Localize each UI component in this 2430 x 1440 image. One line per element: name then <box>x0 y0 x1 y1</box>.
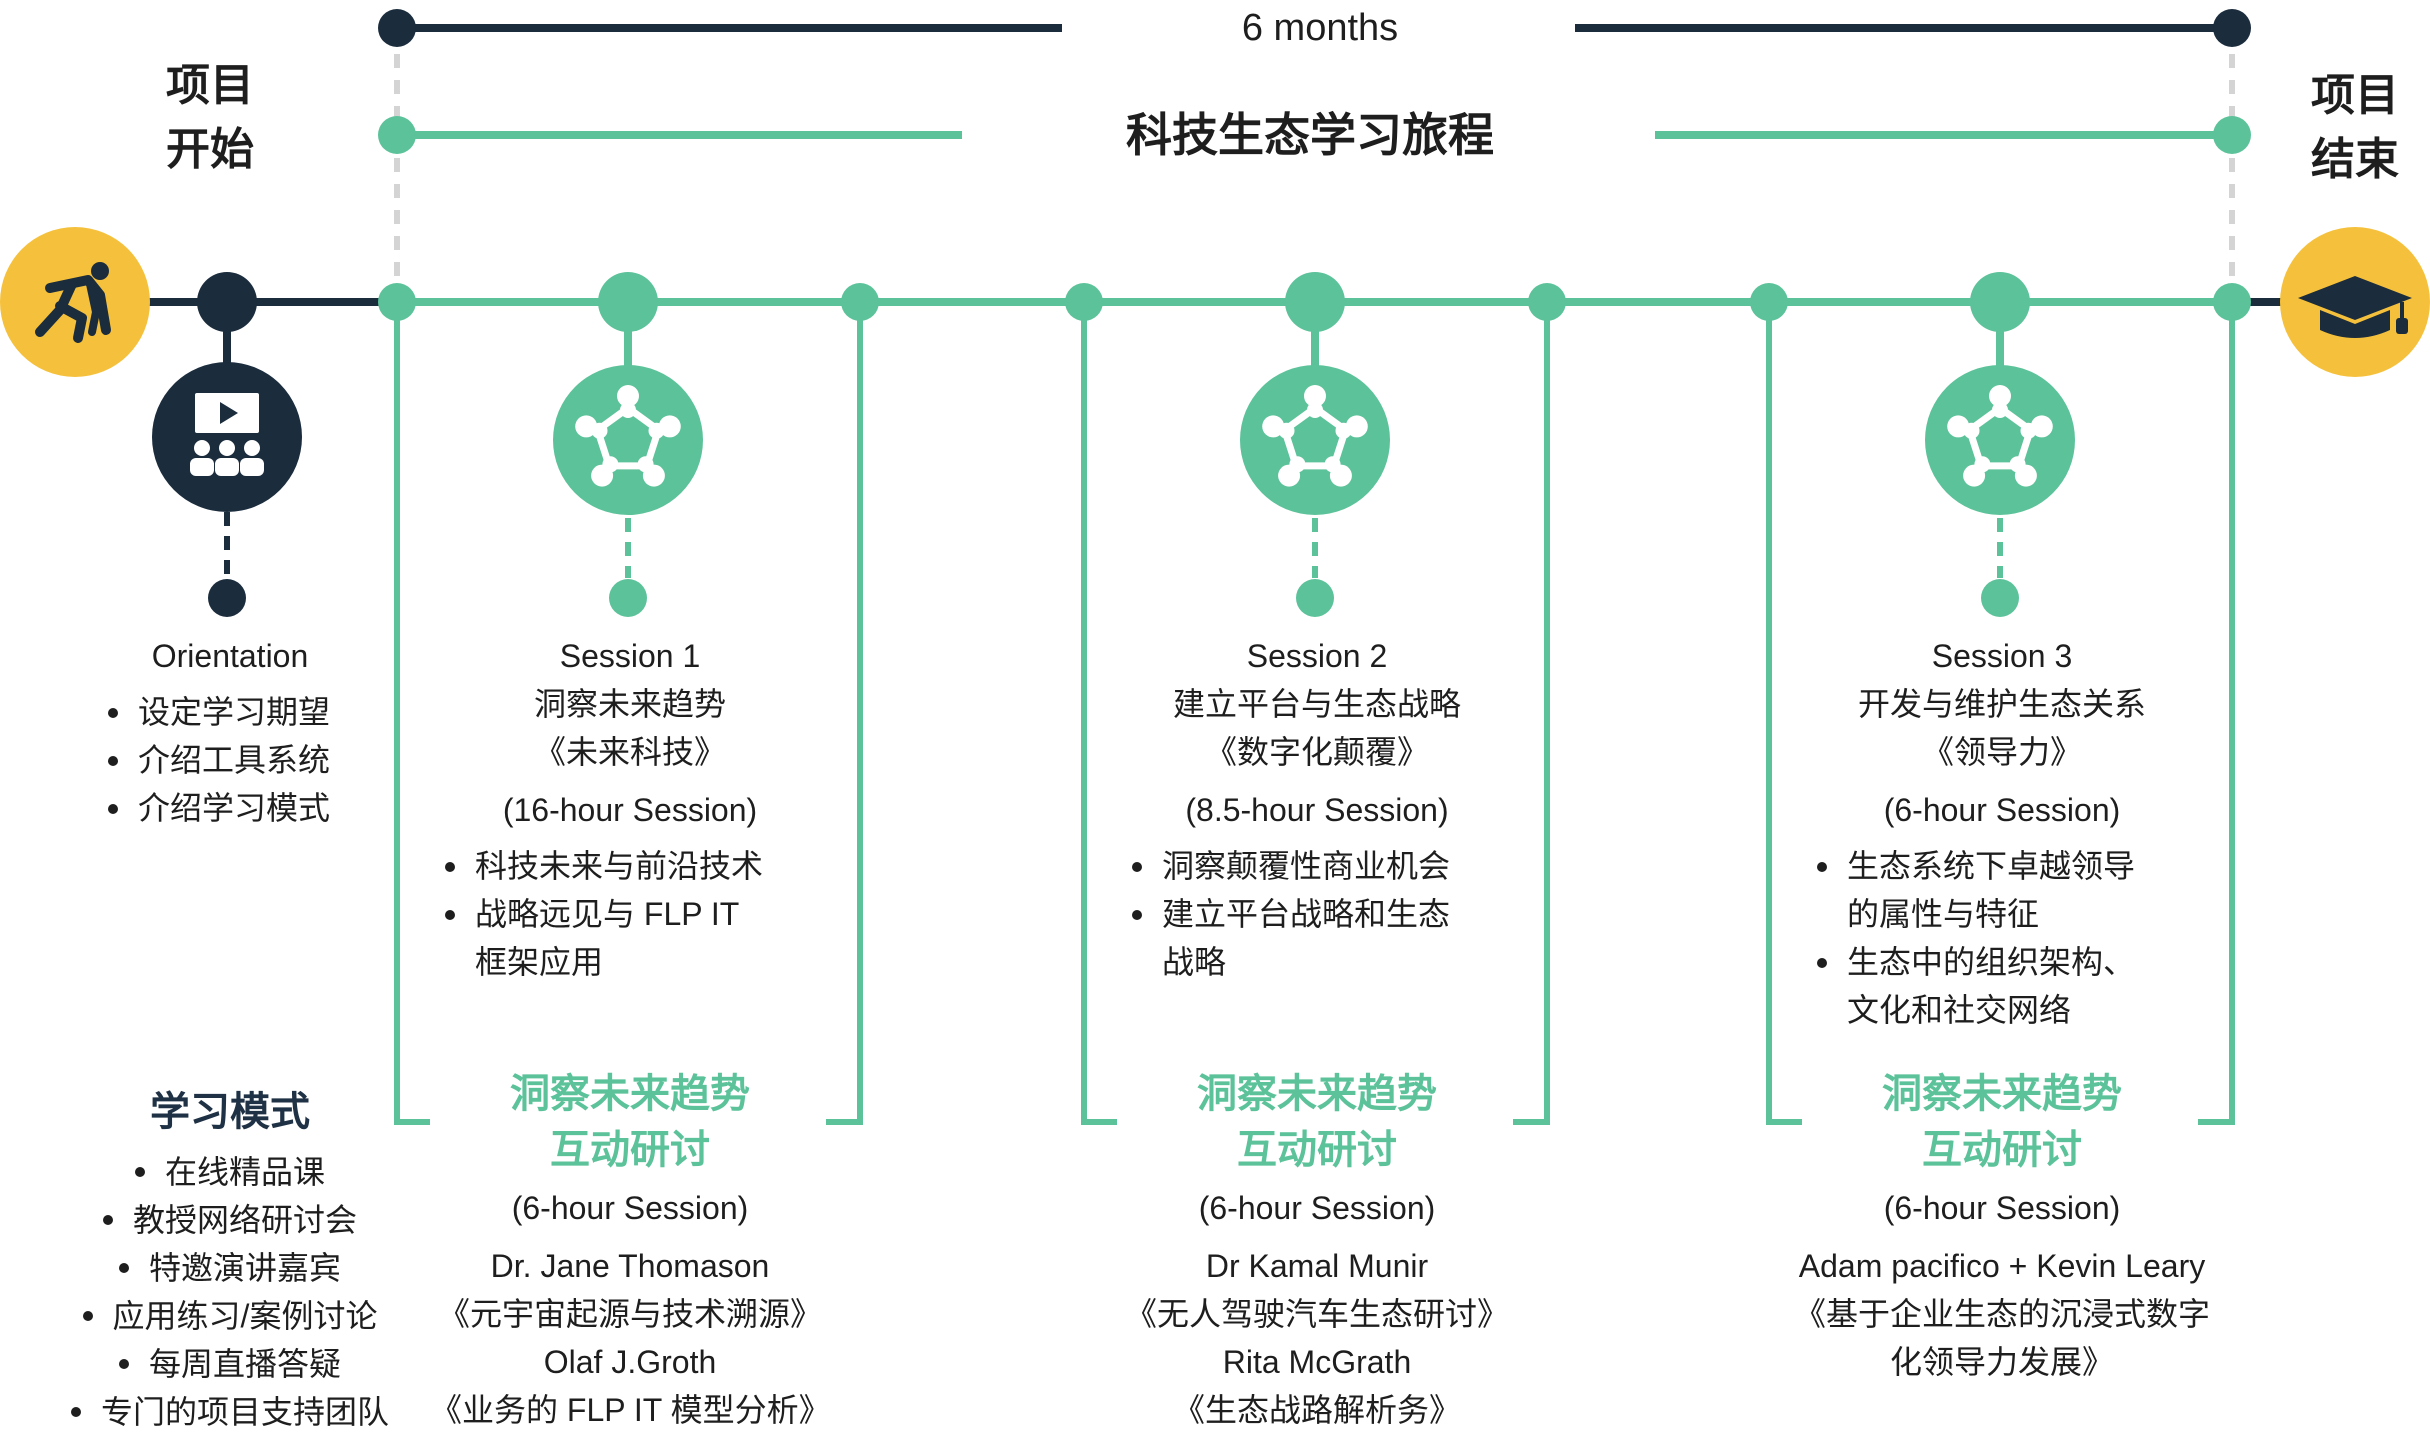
session-bullets: 生态系统下卓越领导的属性与特征 生态中的组织架构、文化和社交网络 <box>1802 842 2147 1034</box>
journey-title: 科技生态学习旅程 <box>1126 109 1494 161</box>
workshop-duration: (6-hour Session) <box>511 1190 749 1226</box>
session-bullet: 战略远见与 FLP IT 框架应用 <box>445 890 775 986</box>
workshop-title: 互动研讨 <box>550 1128 710 1172</box>
presentation-audience-icon <box>190 393 264 476</box>
workshop-duration: (6-hour Session) <box>1883 1190 2121 1226</box>
orientation-end-dot <box>208 579 246 617</box>
session-book: 《数字化颠覆》 <box>1204 734 1429 770</box>
learning-mode-title: 学习模式 <box>150 1090 310 1134</box>
end-label: 项目 结束 <box>2275 64 2430 192</box>
workshop-duration: (6-hour Session) <box>1198 1190 1436 1226</box>
frame-1-right <box>826 302 863 1125</box>
workshop-title: 洞察未来趋势 <box>510 1072 750 1116</box>
end-label-line: 项目 <box>2311 71 2399 120</box>
start-label: 项目 开始 <box>130 54 290 182</box>
session-bullet: 建立平台战略和生态战略 <box>1132 890 1462 986</box>
meeting-table-icon <box>575 385 681 487</box>
learning-mode-item: 每周直播答疑 <box>60 1340 400 1388</box>
duration-label: 6 months <box>1241 7 1399 49</box>
orientation-bullet: 设定学习期望 <box>108 688 400 736</box>
learning-mode-item: 专门的项目支持团队 <box>60 1388 400 1436</box>
timeline-dot <box>841 283 879 321</box>
orientation-bullet: 介绍学习模式 <box>108 784 400 832</box>
session-1-badge <box>553 302 703 617</box>
orientation-bullet: 介绍工具系统 <box>108 736 400 784</box>
frame-3-left <box>1766 302 1802 1125</box>
session-bullet: 生态系统下卓越领导的属性与特征 <box>1817 842 2147 938</box>
frame-2-right <box>1513 302 1550 1125</box>
workshop-speaker: 《元宇宙起源与技术溯源》 <box>437 1296 822 1332</box>
workshop-speaker: Adam pacifico + Kevin Leary <box>1798 1248 2206 1284</box>
orientation-bullets: 设定学习期望 介绍工具系统 介绍学习模式 <box>60 688 400 832</box>
workshop-1: 洞察未来趋势 互动研讨 (6-hour Session) Dr. Jane Th… <box>430 1066 831 1434</box>
timeline-dot <box>1065 283 1103 321</box>
timeline-dot <box>2213 283 2251 321</box>
session-book: 《未来科技》 <box>533 734 726 770</box>
session-1-column: Session 1 洞察未来趋势 《未来科技》 (16-hour Session… <box>430 632 830 986</box>
timeline-dot <box>1750 283 1788 321</box>
session-duration: (8.5-hour Session) <box>1185 792 1449 828</box>
workshop-speaker: Dr. Jane Thomason <box>490 1248 770 1284</box>
workshop-3: 洞察未来趋势 互动研讨 (6-hour Session) Adam pacifi… <box>1782 1066 2222 1386</box>
workshop-title: 互动研讨 <box>1922 1128 2082 1172</box>
workshop-speaker: Olaf J.Groth <box>543 1344 717 1380</box>
learning-mode-item: 应用练习/案例讨论 <box>60 1292 400 1340</box>
timeline-dot <box>1528 283 1566 321</box>
workshop-speaker: Rita McGrath <box>1222 1344 1412 1380</box>
session-2-column: Session 2 建立平台与生态战略 《数字化颠覆》 (8.5-hour Se… <box>1117 632 1517 986</box>
learning-mode: 学习模式 在线精品课 教授网络研讨会 特邀演讲嘉宾 应用练习/案例讨论 每周直播… <box>60 1082 400 1436</box>
start-label-line: 开始 <box>166 125 254 174</box>
workshop-speaker: 《生态战路解析务》 <box>1172 1392 1461 1428</box>
session-bullet: 洞察颠覆性商业机会 <box>1132 842 1462 890</box>
workshop-title: 洞察未来趋势 <box>1882 1072 2122 1116</box>
orientation-title: Orientation <box>151 638 309 674</box>
session-duration: (16-hour Session) <box>502 792 758 828</box>
workshop-speaker: 化领导力发展》 <box>1889 1344 2114 1380</box>
learning-mode-item: 特邀演讲嘉宾 <box>60 1244 400 1292</box>
end-label-line: 结束 <box>2311 135 2399 184</box>
orientation-column: Orientation 设定学习期望 介绍工具系统 介绍学习模式 <box>60 632 400 832</box>
meeting-table-icon <box>1947 385 2053 487</box>
start-badge <box>0 227 150 377</box>
session-2-badge <box>1240 302 1390 617</box>
session-topic: 开发与维护生态关系 <box>1857 686 2146 722</box>
session-topic: 建立平台与生态战略 <box>1172 686 1461 722</box>
learning-mode-item: 教授网络研讨会 <box>60 1196 400 1244</box>
session-name: Session 1 <box>559 638 701 674</box>
workshop-speaker: Dr Kamal Munir <box>1205 1248 1429 1284</box>
session-name: Session 3 <box>1931 638 2073 674</box>
graduation-cap-icon <box>2298 276 2412 338</box>
session-3-badge <box>1925 302 2075 617</box>
workshop-title: 互动研讨 <box>1237 1128 1397 1172</box>
session-bullet: 科技未来与前沿技术 <box>445 842 775 890</box>
session-bullet: 生态中的组织架构、文化和社交网络 <box>1817 938 2147 1034</box>
frame-2-left <box>1081 302 1117 1125</box>
workshop-speaker: 《基于企业生态的沉浸式数字 <box>1793 1296 2210 1332</box>
runner-icon <box>35 262 111 343</box>
workshop-title: 洞察未来趋势 <box>1197 1072 1437 1116</box>
workshop-2: 洞察未来趋势 互动研讨 (6-hour Session) Dr Kamal Mu… <box>1117 1066 1517 1434</box>
meeting-table-icon <box>1262 385 1368 487</box>
session-book: 《领导力》 <box>1921 734 2082 770</box>
workshop-speaker: 《业务的 FLP IT 模型分析》 <box>430 1392 831 1428</box>
session-bullets: 科技未来与前沿技术 战略远见与 FLP IT 框架应用 <box>430 842 775 986</box>
frame-3-right <box>2198 302 2235 1125</box>
timeline-dot <box>378 283 416 321</box>
session-topic: 洞察未来趋势 <box>533 686 726 722</box>
session-bullets: 洞察颠覆性商业机会 建立平台战略和生态战略 <box>1117 842 1462 986</box>
duration-bar-start-dot <box>378 9 416 47</box>
journey-bar-end-dot <box>2213 116 2251 154</box>
orientation-badge <box>152 362 302 512</box>
frame-1-left <box>394 302 430 1125</box>
duration-bar-end-dot <box>2213 9 2251 47</box>
session-name: Session 2 <box>1246 638 1388 674</box>
session-duration: (6-hour Session) <box>1883 792 2121 828</box>
session-3-column: Session 3 开发与维护生态关系 《领导力》 (6-hour Sessio… <box>1802 632 2202 1034</box>
learning-mode-item: 在线精品课 <box>60 1148 400 1196</box>
start-label-line: 项目 <box>166 61 254 110</box>
journey-bar-start-dot <box>378 116 416 154</box>
workshop-speaker: 《无人驾驶汽车生态研讨》 <box>1124 1296 1509 1332</box>
